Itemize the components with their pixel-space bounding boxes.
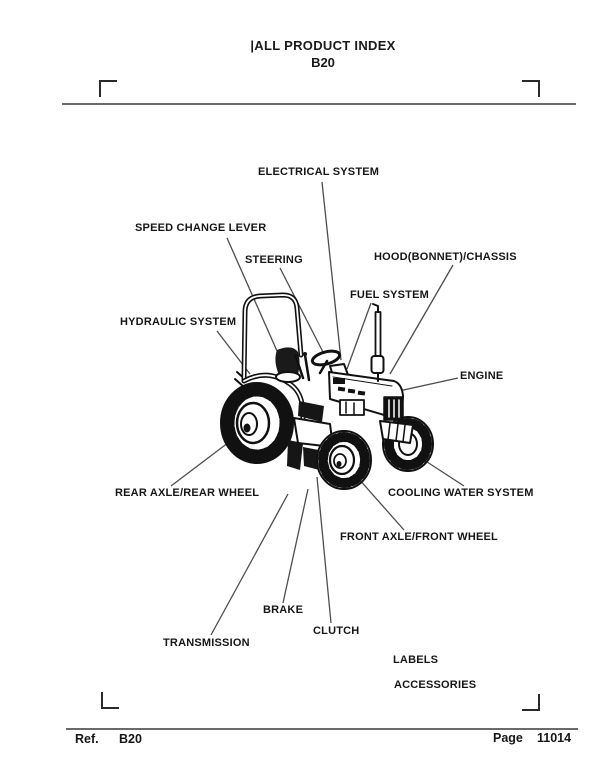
label-cooling-water-system[interactable]: COOLING WATER SYSTEM bbox=[388, 487, 534, 499]
leader-lines bbox=[170, 181, 465, 636]
label-labels[interactable]: LABELS bbox=[393, 654, 439, 666]
label-speed-change-lever[interactable]: SPEED CHANGE LEVER bbox=[135, 222, 267, 234]
crop-mark-top-right-icon bbox=[522, 80, 540, 97]
leader-transmission bbox=[210, 493, 289, 636]
label-brake[interactable]: BRAKE bbox=[263, 604, 304, 616]
label-fuel-system[interactable]: FUEL SYSTEM bbox=[350, 289, 430, 301]
label-engine[interactable]: ENGINE bbox=[460, 370, 504, 382]
crop-mark-top-left-icon bbox=[99, 80, 117, 97]
label-hydraulic-system[interactable]: HYDRAULIC SYSTEM bbox=[120, 316, 237, 328]
page-model-code: B20 bbox=[311, 55, 335, 70]
label-clutch[interactable]: CLUTCH bbox=[313, 625, 360, 637]
leader-steering bbox=[279, 267, 325, 355]
footer-page-label: Page bbox=[493, 731, 523, 745]
label-hood-bonnet-chassis[interactable]: HOOD(BONNET)/CHASSIS bbox=[374, 251, 517, 263]
front-weights bbox=[379, 420, 414, 444]
engine-block bbox=[339, 399, 365, 416]
exhaust-pipe bbox=[370, 303, 385, 382]
footer-rule bbox=[66, 728, 578, 730]
tractor-illustration bbox=[220, 292, 434, 490]
gear-levers bbox=[294, 352, 311, 382]
footer-ref-value: B20 bbox=[119, 732, 142, 746]
leader-clutch bbox=[316, 476, 332, 624]
header-rule bbox=[62, 103, 576, 105]
radiator-grille bbox=[383, 396, 404, 421]
leader-hood-bonnet-chassis bbox=[389, 264, 454, 375]
leader-front-axle-front-wheel bbox=[357, 477, 405, 531]
label-accessories[interactable]: ACCESSORIES bbox=[394, 679, 477, 691]
label-front-axle-front-wheel[interactable]: FRONT AXLE/FRONT WHEEL bbox=[340, 531, 498, 543]
page-header: |ALL PRODUCT INDEX B20 bbox=[23, 38, 600, 70]
label-transmission[interactable]: TRANSMISSION bbox=[163, 637, 250, 649]
crop-mark-bottom-right-icon bbox=[522, 694, 540, 711]
rear-wheel bbox=[220, 382, 294, 464]
leader-fuel-system bbox=[346, 302, 372, 370]
footer-ref-label: Ref. bbox=[75, 732, 99, 746]
label-electrical-system[interactable]: ELECTRICAL SYSTEM bbox=[258, 166, 380, 178]
label-rear-axle-rear-wheel[interactable]: REAR AXLE/REAR WHEEL bbox=[115, 487, 260, 499]
seat bbox=[275, 347, 301, 383]
rops-roll-bar bbox=[241, 292, 304, 383]
label-steering[interactable]: STEERING bbox=[245, 254, 303, 266]
footer-page-value: 11014 bbox=[537, 731, 572, 745]
page-title: |ALL PRODUCT INDEX bbox=[250, 38, 396, 53]
crop-mark-bottom-left-icon bbox=[101, 692, 119, 709]
front-near-wheel bbox=[316, 430, 372, 490]
leader-brake bbox=[282, 488, 309, 604]
leader-electrical-system bbox=[321, 181, 342, 361]
